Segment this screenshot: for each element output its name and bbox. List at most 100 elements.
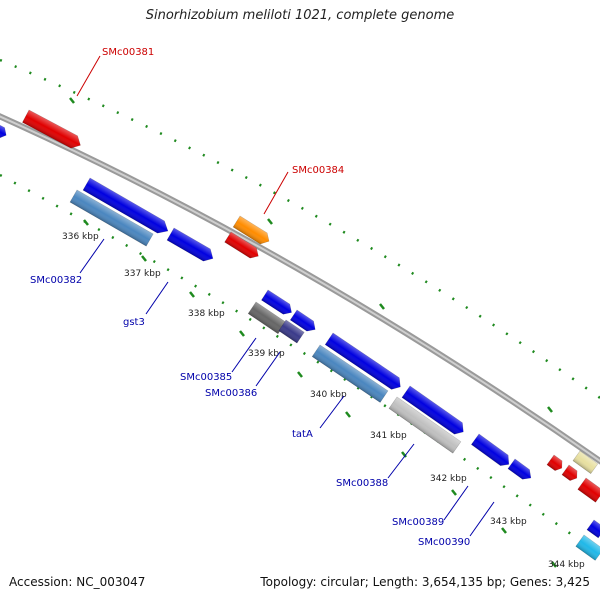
kbp-label: 344 kbp — [548, 560, 585, 570]
gene-arrow-shade — [22, 110, 81, 149]
gene-arrow-shade — [248, 302, 286, 334]
kbp-label: 341 kbp — [370, 431, 407, 441]
leader-lines — [76, 55, 495, 537]
gene-labels: SMc00381 SMc00384 SMc00382 gst3 SMc00385… — [30, 47, 470, 548]
page-title: Sinorhizobium meliloti 1021, complete ge… — [145, 8, 455, 23]
leader-line — [76, 55, 101, 97]
kbp-label: 338 kbp — [188, 309, 225, 319]
gene-arrow-shade — [233, 216, 270, 244]
gene-arrow-shade — [83, 178, 168, 234]
gene-arrow[interactable] — [561, 464, 580, 483]
gene-label-smc00381[interactable]: SMc00381 — [102, 47, 154, 58]
gene-arrow-shade — [312, 345, 388, 403]
major-tick — [297, 371, 303, 378]
gene-arrow-smc00390[interactable] — [507, 458, 534, 483]
leader-line — [255, 351, 281, 387]
major-tick — [379, 303, 385, 310]
gene-arrow-shade — [388, 397, 461, 454]
gene-arrow[interactable] — [572, 450, 599, 474]
major-tick — [451, 489, 457, 496]
gene-arrow-shade — [572, 451, 598, 474]
leader-line — [469, 501, 495, 537]
major-tick — [239, 330, 245, 337]
gene-arrow-tata[interactable] — [311, 344, 389, 403]
gene-arrow-smc00388[interactable] — [388, 396, 462, 454]
genome-backbone-inner — [0, 115, 600, 463]
gene-arrow-shade — [586, 520, 600, 538]
major-tick — [267, 218, 273, 225]
leader-line — [231, 337, 257, 373]
gene-arrow-shade — [290, 310, 316, 332]
gene-label-smc00382[interactable]: SMc00382 — [30, 275, 82, 286]
major-tick — [501, 527, 507, 534]
gene-arrow[interactable] — [289, 309, 318, 334]
gene-arrow[interactable] — [82, 177, 171, 237]
gene-arrow-smc00381[interactable] — [22, 109, 83, 151]
major-tick — [345, 411, 351, 418]
gene-label-smc00386[interactable]: SMc00386 — [205, 388, 257, 399]
gene-arrow-shade — [401, 386, 464, 435]
kbp-labels: 336 kbp 337 kbp 338 kbp 339 kbp 340 kbp … — [62, 232, 585, 570]
leader-line — [263, 171, 289, 215]
kbp-label: 337 kbp — [124, 269, 161, 279]
gene-arrow-smc00386[interactable] — [278, 319, 305, 344]
gene-arrow-shade — [507, 459, 531, 480]
kbp-label: 336 kbp — [62, 232, 99, 242]
gene-arrow-smc00385[interactable] — [247, 301, 287, 335]
gene-arrow-smc00384[interactable] — [232, 215, 272, 247]
gene-arrow-shade — [546, 455, 563, 471]
kbp-label: 340 kbp — [310, 390, 347, 400]
gene-arrow-shade — [561, 465, 578, 481]
gene-arrow-shade — [325, 333, 401, 390]
gene-label-smc00384[interactable]: SMc00384 — [292, 165, 344, 176]
leader-line — [443, 485, 469, 521]
major-tick — [189, 291, 195, 298]
leader-line — [145, 281, 169, 315]
gene-arrow-shade — [224, 232, 259, 259]
major-ticks — [69, 97, 557, 568]
kbp-label: 343 kbp — [490, 517, 527, 527]
gene-arrow-shade — [167, 228, 213, 262]
gene-arrow-shade — [261, 290, 292, 315]
major-tick — [141, 255, 147, 262]
gene-label-smc00388[interactable]: SMc00388 — [336, 478, 388, 489]
gene-arrow[interactable] — [401, 385, 467, 438]
gene-label-gst3[interactable]: gst3 — [123, 317, 145, 328]
major-tick — [83, 219, 89, 226]
gene-arrow-smc00382[interactable] — [69, 189, 154, 247]
gene-arrow[interactable] — [575, 534, 600, 561]
gene-arrow-shade — [70, 190, 154, 247]
gene-arrow-shade — [471, 434, 509, 466]
gene-arrow[interactable] — [224, 231, 262, 261]
gene-arrow-smc00389[interactable] — [471, 433, 513, 469]
gene-arrow-shade — [278, 320, 305, 344]
gene-arrow[interactable] — [577, 477, 600, 503]
gene-arrow-shade — [575, 535, 600, 561]
major-tick — [551, 561, 557, 568]
gene-label-tata[interactable]: tatA — [292, 429, 313, 440]
gene-arrow-gst3[interactable] — [166, 227, 216, 265]
gene-arrow-shade — [0, 122, 7, 139]
gene-arrow[interactable] — [546, 454, 565, 473]
gene-arrow[interactable] — [261, 289, 294, 317]
leader-line — [79, 238, 105, 274]
major-tick — [547, 406, 553, 413]
kbp-label: 339 kbp — [248, 349, 285, 359]
kbp-label: 342 kbp — [430, 474, 467, 484]
major-tick — [69, 97, 75, 104]
gene-label-smc00389[interactable]: SMc00389 — [392, 517, 444, 528]
gene-features — [0, 109, 600, 561]
gene-arrow[interactable] — [0, 121, 9, 141]
gene-arrow[interactable] — [586, 519, 600, 539]
gene-arrow-shade — [577, 478, 600, 503]
gene-label-smc00385[interactable]: SMc00385 — [180, 372, 232, 383]
leader-line — [387, 443, 415, 479]
leader-line — [319, 395, 345, 429]
major-tick — [401, 451, 407, 458]
gene-arrow[interactable] — [324, 332, 404, 393]
accession-text: Accession: NC_003047 — [9, 575, 146, 589]
gene-label-smc00390[interactable]: SMc00390 — [418, 537, 470, 548]
genome-summary-text: Topology: circular; Length: 3,654,135 bp… — [260, 575, 590, 589]
